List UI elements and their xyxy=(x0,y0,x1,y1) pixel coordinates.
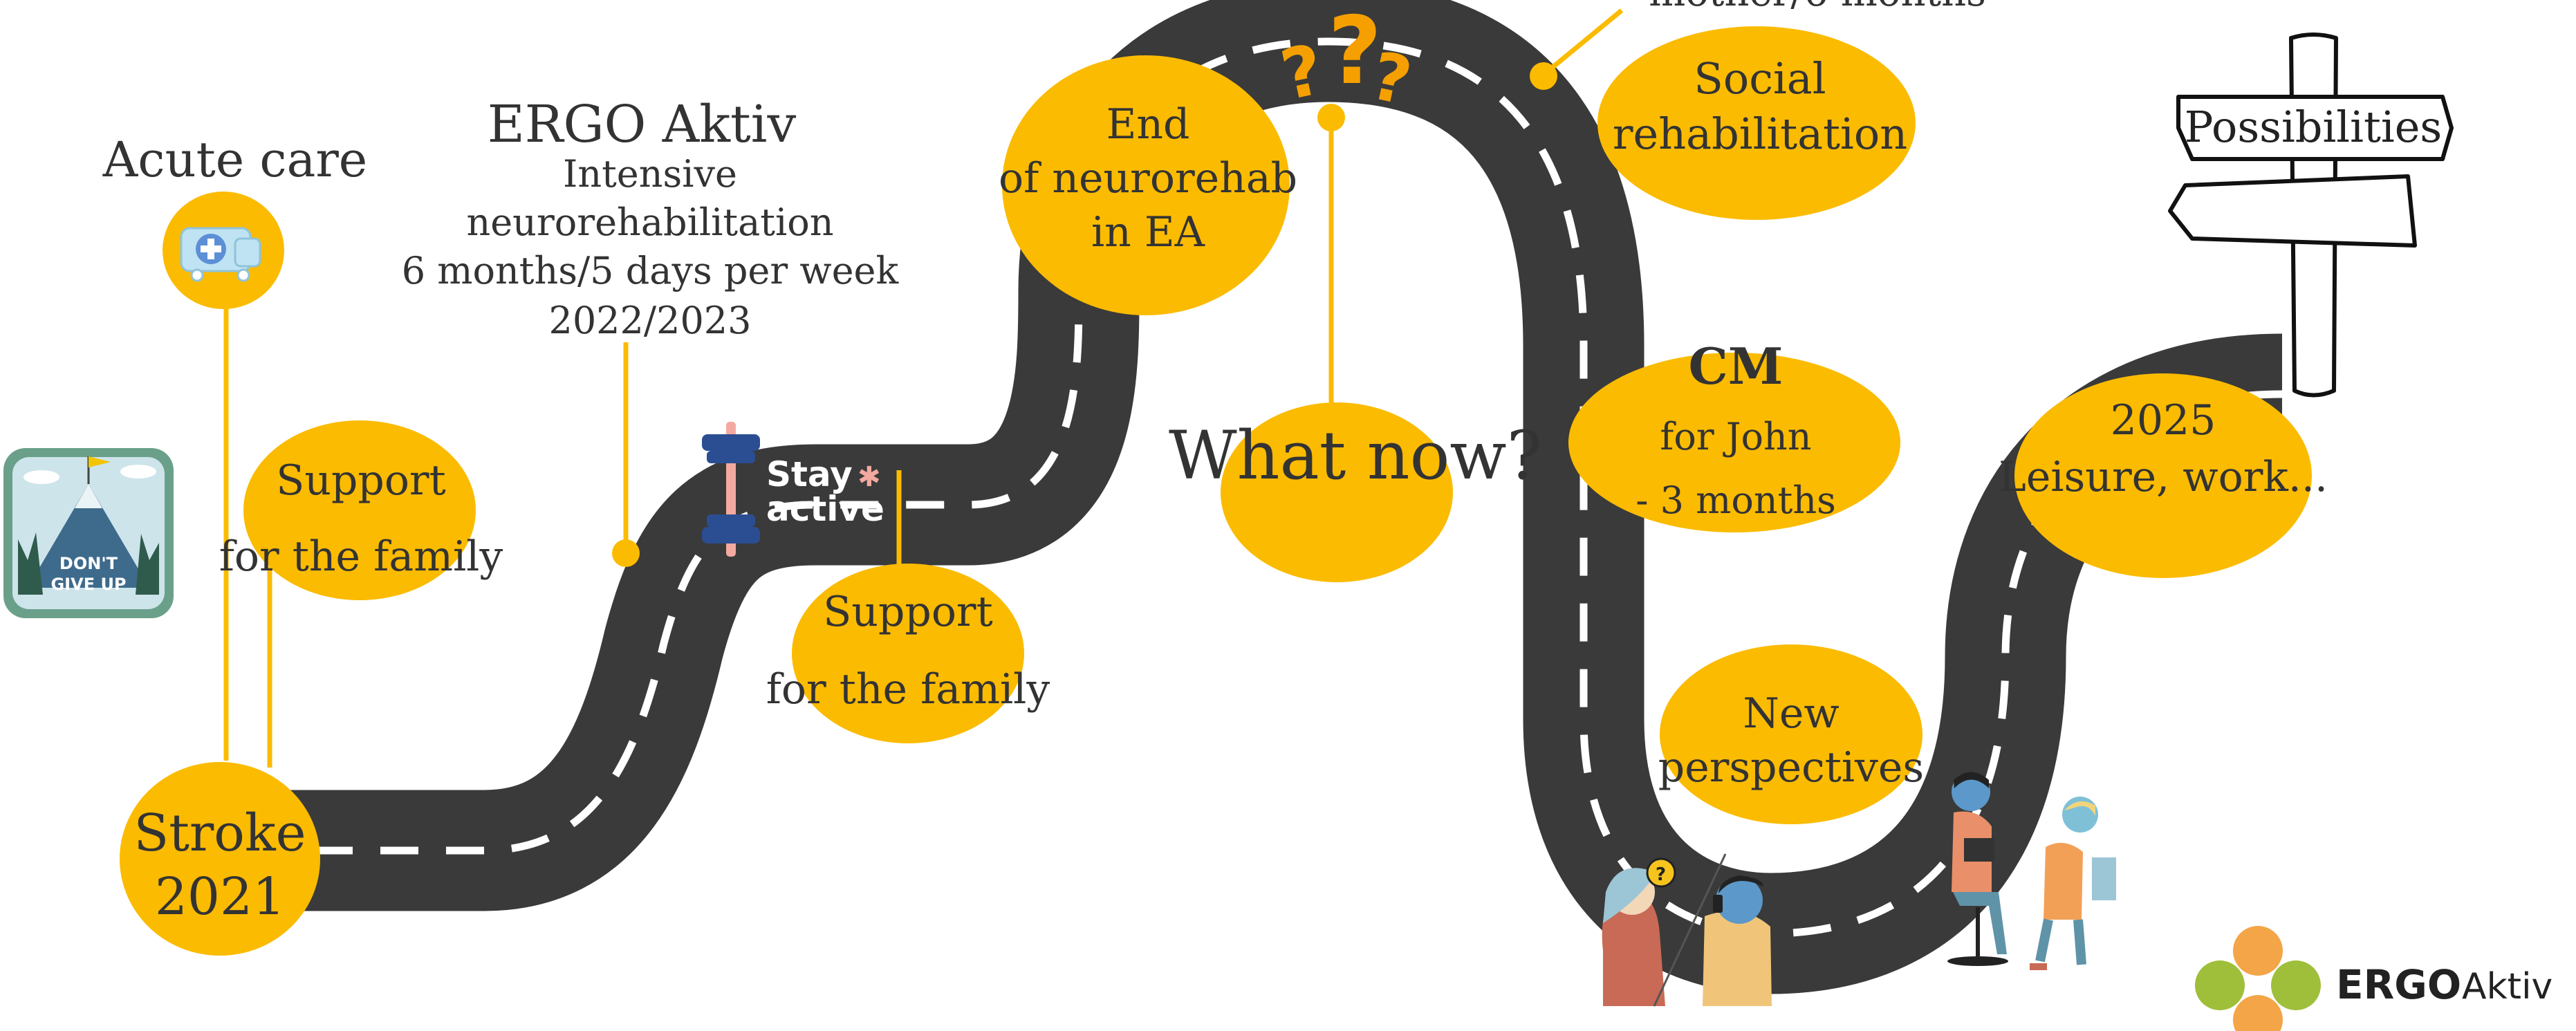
person-seated-client xyxy=(2030,797,2116,970)
badge-line-1: DON'T xyxy=(59,554,118,573)
bubbles xyxy=(120,26,2312,956)
social-rehab-line-2: rehabilitation xyxy=(1613,109,1907,159)
year-2025-line-1: 2025 xyxy=(2111,396,2216,445)
bubble-what-now xyxy=(1221,402,1453,582)
year-2025-line-2: Leisure, work... xyxy=(1999,453,2328,501)
divider-line xyxy=(1653,853,1727,1007)
svg-text:?: ? xyxy=(1328,0,1382,105)
ergo-aktiv-logo: ERGO Aktiv xyxy=(2195,926,2552,1031)
ergo-aktiv-title: ERGO Aktiv xyxy=(488,95,797,154)
ergo-aktiv-line-2: neurorehabilitation xyxy=(466,201,833,244)
stay-active-line-2: active xyxy=(766,489,884,529)
cm-line-2: for John xyxy=(1660,415,1811,458)
logo-brand-bold: ERGO xyxy=(2336,961,2461,1008)
ergo-aktiv-line-3: 6 months/5 days per week xyxy=(402,249,900,292)
people-illustration: ? xyxy=(1602,772,2116,1007)
ergo-aktiv-line-4: 2022/2023 xyxy=(548,299,751,342)
bubble-social-rehab xyxy=(1597,26,1916,220)
mountain-icon xyxy=(18,456,159,595)
bubble-support-top xyxy=(243,420,476,600)
svg-text:?: ? xyxy=(1656,864,1666,885)
support-bottom-line-2: for the family xyxy=(766,665,1050,714)
dont-give-up-badge: DON'T GIVE UP xyxy=(3,448,174,618)
stay-active-badge: Stay active ✱ xyxy=(702,422,884,557)
connector-lines xyxy=(223,8,1624,768)
signpost-icon xyxy=(2168,32,2454,398)
person-woman-left xyxy=(1602,868,1665,1006)
stay-active-line-1: Stay xyxy=(766,454,853,494)
what-now-label: What now? xyxy=(1169,417,1542,494)
support-top-line-1: Support xyxy=(276,456,445,505)
labels: Stroke 2021 Acute care Support for the f… xyxy=(102,0,2442,927)
dot-what-now xyxy=(1317,104,1345,131)
speech-bubble-icon: ? xyxy=(1646,857,1676,888)
ambulance-icon xyxy=(180,227,261,282)
connector-dots xyxy=(612,62,1557,567)
cm-line-1: CM xyxy=(1688,337,1783,396)
dot-mother xyxy=(1530,62,1557,90)
support-top-line-2: for the family xyxy=(219,532,503,581)
person-man-phone xyxy=(1703,875,1772,1006)
road-lane-markings xyxy=(249,37,2283,938)
dot-ergo-aktiv xyxy=(612,539,640,567)
bubble-2025 xyxy=(2014,373,2312,578)
new-perspectives-line-1: New xyxy=(1743,689,1839,738)
logo-brand-light: Aktiv xyxy=(2462,966,2552,1007)
end-label-line-1: End xyxy=(1106,100,1190,149)
end-label-line-3: in EA xyxy=(1091,208,1205,257)
end-label-line-2: of neurorehab xyxy=(999,154,1297,203)
cm-line-3: - 3 months xyxy=(1636,479,1836,522)
stroke-label-line-1: Stroke xyxy=(134,804,306,863)
support-bottom-line-1: Support xyxy=(823,588,992,636)
bubble-support-bottom xyxy=(792,564,1024,743)
bubble-new-perspectives xyxy=(1660,644,1922,824)
person-seated-therapist xyxy=(1947,772,2008,966)
sparkle-icon: ✱ xyxy=(858,461,881,493)
bubble-end-of-neurorehab xyxy=(1002,55,1290,315)
connector-mother xyxy=(1541,8,1624,77)
bubble-cm xyxy=(1568,353,1900,532)
mother-label: mother/6 months xyxy=(1649,0,1986,15)
acute-care-label: Acute care xyxy=(102,131,367,188)
new-perspectives-line-2: perspectives xyxy=(1658,743,1924,792)
social-rehab-line-1: Social xyxy=(1694,53,1826,104)
dumbbell-icon xyxy=(702,422,760,557)
badge-line-2: GIVE UP xyxy=(50,575,126,594)
bubble-stroke xyxy=(120,762,320,956)
possibilities-label: Possibilities xyxy=(2185,102,2442,152)
ergo-aktiv-line-1: Intensive xyxy=(563,152,737,196)
stroke-label-line-2: 2021 xyxy=(155,867,285,927)
